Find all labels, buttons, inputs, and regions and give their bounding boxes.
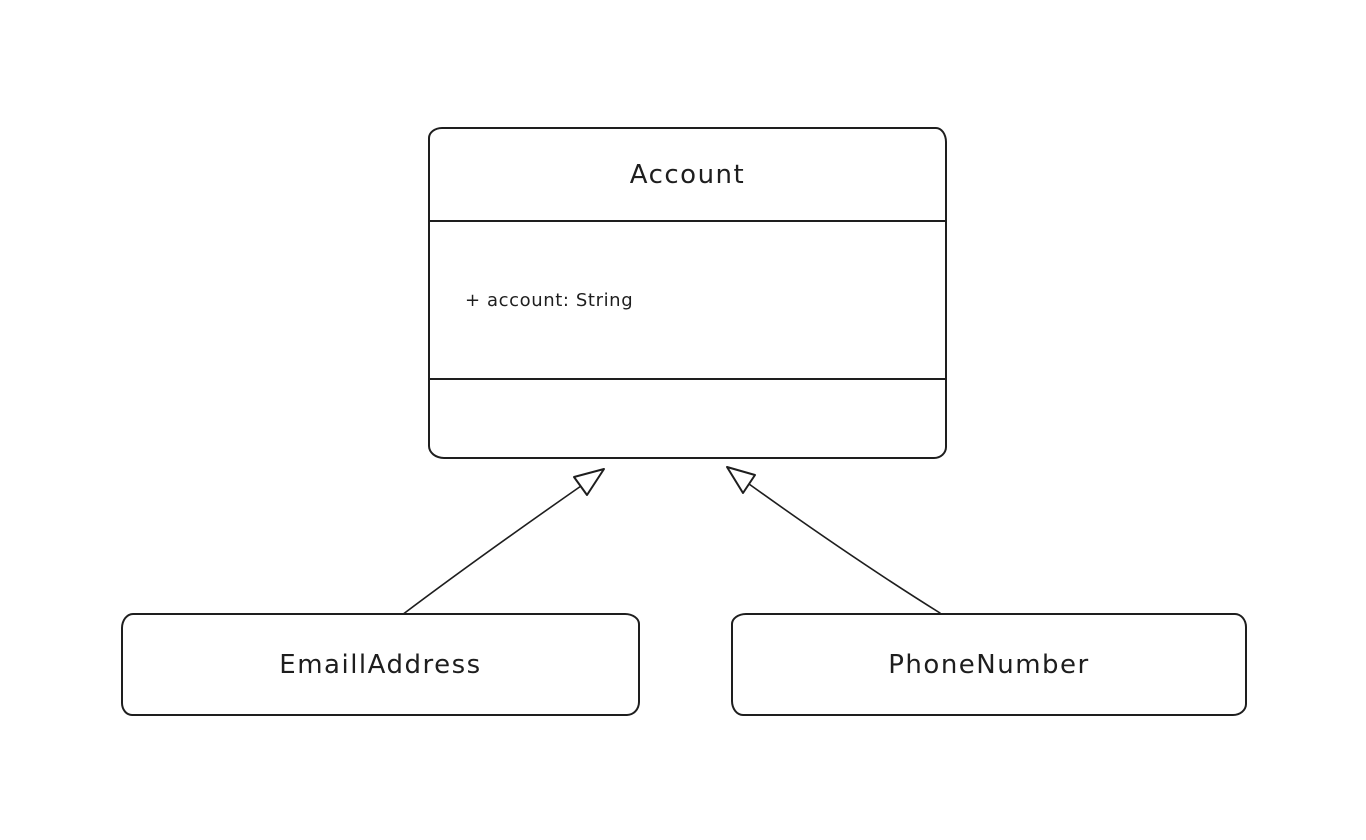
hollow-triangle-arrowhead-icon [573, 468, 605, 496]
class-box-phonenumber[interactable]: PhoneNumber [731, 613, 1247, 716]
class-name-account: Account [430, 129, 945, 222]
generalization-arrow-phonenumber-to-account[interactable] [726, 466, 941, 614]
class-box-emailladdress[interactable]: EmaillAddress [121, 613, 640, 716]
class-name-emailladdress: EmaillAddress [279, 649, 482, 680]
class-attribute: + account: String [465, 289, 634, 311]
class-methods-account [430, 380, 945, 457]
generalization-line[interactable] [748, 483, 941, 614]
class-attributes-account: + account: String [430, 222, 945, 380]
generalization-line[interactable] [401, 485, 582, 616]
generalization-arrow-emailladdress-to-account[interactable] [401, 468, 605, 616]
hollow-triangle-arrowhead-icon [726, 466, 756, 494]
class-box-account[interactable]: Account + account: String [428, 127, 947, 459]
class-name-phonenumber: PhoneNumber [888, 649, 1090, 680]
